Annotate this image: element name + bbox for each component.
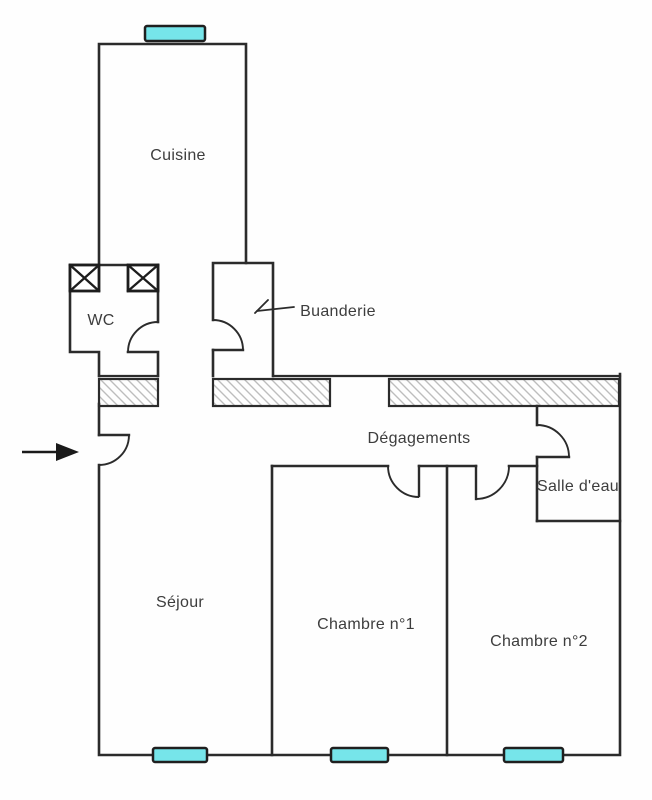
wall-cuisine <box>97 42 248 267</box>
hatched-walls <box>97 377 621 408</box>
doors <box>97 319 571 501</box>
door-arc-wc <box>127 321 159 353</box>
vent-shaft-x-icon <box>68 263 101 293</box>
hatch-wall-north-east <box>387 377 621 408</box>
windows <box>143 24 565 764</box>
window-chambre2 <box>502 746 565 764</box>
room-label-chambre2: Chambre n°2 <box>490 633 588 650</box>
room-labels: Cuisine WC Buanderie Dégagements Salle d… <box>87 147 619 650</box>
entrance-arrow-icon <box>22 443 79 461</box>
walls <box>68 42 622 757</box>
door-arc-buanderie <box>212 319 244 351</box>
room-label-salle-deau: Salle d'eau <box>537 478 619 495</box>
wall-exterior-outline <box>97 372 622 757</box>
vent-shaft-x-icon <box>126 263 160 293</box>
room-label-cuisine: Cuisine <box>150 147 205 164</box>
window-sejour <box>151 746 209 764</box>
window-cuisine <box>143 24 207 43</box>
buanderie-leader <box>254 299 295 314</box>
wall-buanderie <box>211 261 275 378</box>
room-label-buanderie: Buanderie <box>300 303 376 320</box>
door-arc-entrance <box>98 434 130 466</box>
leader-line <box>256 306 295 312</box>
door-arc-chambre2 <box>475 465 510 500</box>
door-arc-chambre1 <box>387 465 420 498</box>
entrance-arrow-head <box>56 443 79 461</box>
door-arc-salledeau <box>536 424 570 458</box>
leader-tick <box>254 299 269 314</box>
window-chambre1 <box>329 746 390 764</box>
room-label-wc: WC <box>87 312 114 329</box>
wc-vent-symbols <box>68 263 160 293</box>
hatch-wall-wc <box>97 377 160 408</box>
wall-wc-right-lower <box>126 350 160 378</box>
room-label-sejour: Séjour <box>156 594 204 611</box>
hatch-wall-buanderie <box>211 377 332 408</box>
room-label-chambre1: Chambre n°1 <box>317 616 415 633</box>
room-label-degagements: Dégagements <box>368 430 471 447</box>
